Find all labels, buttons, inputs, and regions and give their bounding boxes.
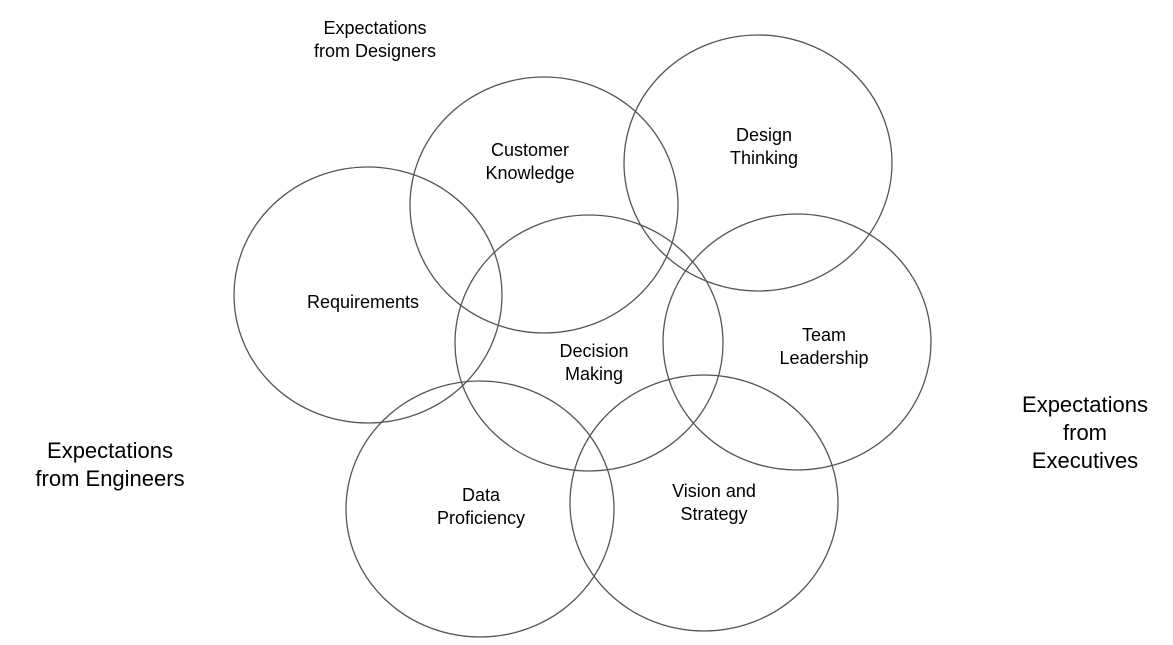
label-expectations-engineers: Expectations from Engineers xyxy=(35,438,185,491)
label-customer-knowledge: Customer Knowledge xyxy=(485,140,575,183)
circle-data-proficiency xyxy=(345,380,615,638)
label-expectations-designers: Expectations from Designers xyxy=(313,18,437,62)
circle-vision-strategy xyxy=(569,374,839,632)
label-expectations-executives: Expectations from Executives xyxy=(1022,392,1148,473)
label-requirements: Requirements xyxy=(306,292,420,312)
circle-design-thinking xyxy=(623,34,893,292)
label-data-proficiency: Data Proficiency xyxy=(436,485,526,528)
circle-customer-knowledge xyxy=(409,76,679,334)
circle-team-leadership xyxy=(662,213,932,471)
circle-requirements xyxy=(233,166,503,424)
label-design-thinking: Design Thinking xyxy=(729,125,799,168)
label-decision-making: Decision Making xyxy=(559,341,629,384)
label-vision-strategy: Vision and Strategy xyxy=(672,481,756,524)
label-team-leadership: Team Leadership xyxy=(779,325,869,368)
circle-decision-making xyxy=(454,214,724,472)
